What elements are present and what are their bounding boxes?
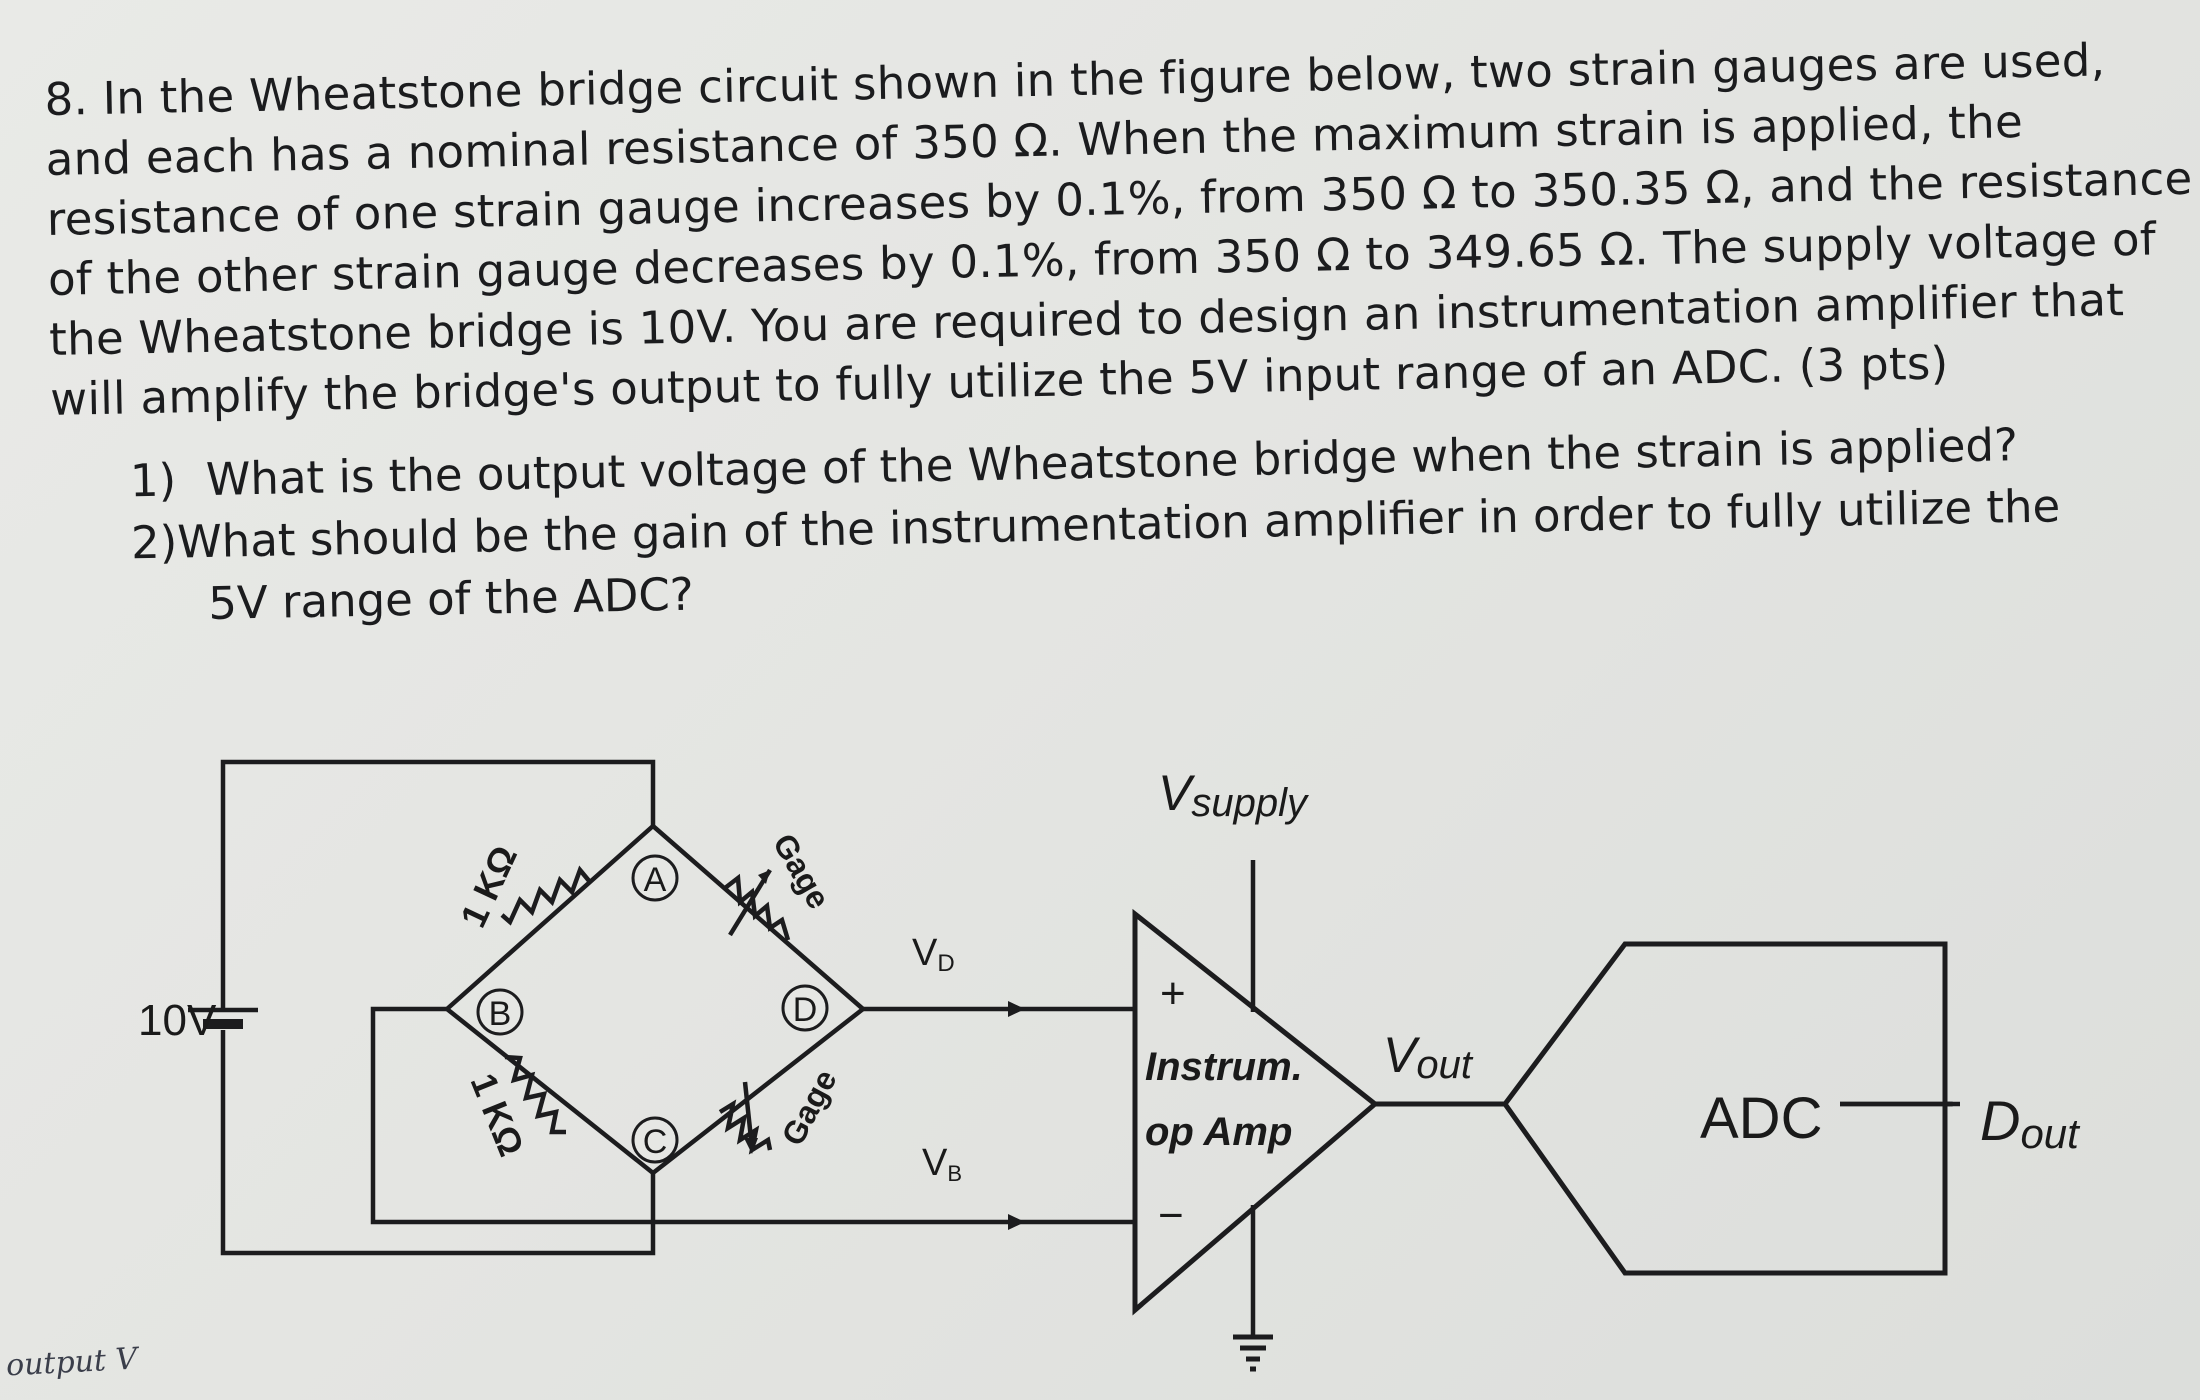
amp-label-line2: op Amp: [1145, 1110, 1292, 1154]
dc-supply-battery: [188, 1007, 258, 1029]
node-b: B: [476, 988, 524, 1036]
amp-label-line1: Instrum.: [1145, 1045, 1303, 1089]
bridge-diamond: [445, 824, 865, 1175]
amp-plus-sign: +: [1160, 969, 1186, 1018]
vd-label: VD: [912, 932, 955, 977]
node-c: C: [631, 1116, 679, 1164]
node-a-label: A: [644, 861, 667, 899]
vout-label: Vout: [1383, 1027, 1474, 1087]
node-c-label: C: [643, 1123, 668, 1161]
adc-label: ADC: [1700, 1086, 1822, 1151]
node-b-label: B: [489, 995, 512, 1033]
gage-bottom-label: Gage: [774, 1064, 843, 1152]
node-d-label: D: [793, 991, 818, 1029]
supply-voltage-label: 10V: [138, 996, 217, 1045]
adc-block: [1375, 941, 1948, 1276]
node-d: D: [781, 984, 829, 1032]
node-a: A: [631, 854, 679, 902]
resistor-top-left-label: 1 KΩ: [452, 839, 525, 933]
gage-top: [723, 868, 791, 941]
vsupply-label: Vsupply: [1158, 765, 1310, 825]
instrumentation-amplifier: [1132, 860, 1379, 1335]
bridge-wiring: [220, 759, 1135, 1256]
resistor-top-left: [500, 865, 592, 926]
ground-icon: [1233, 1334, 1273, 1372]
resistor-bottom-left: [504, 1054, 566, 1135]
gage-top-label: Gage: [766, 828, 837, 915]
gage-bottom: [718, 1081, 773, 1155]
vb-arrow: [1008, 1214, 1025, 1230]
vb-label: VB: [922, 1142, 962, 1186]
vd-arrow: [1008, 1001, 1025, 1017]
handwritten-note: output V: [5, 1341, 139, 1384]
resistor-bottom-left-label: 1 KΩ: [463, 1068, 533, 1162]
amp-minus-sign: −: [1158, 1191, 1184, 1240]
dout-label: Dout: [1980, 1089, 2081, 1157]
